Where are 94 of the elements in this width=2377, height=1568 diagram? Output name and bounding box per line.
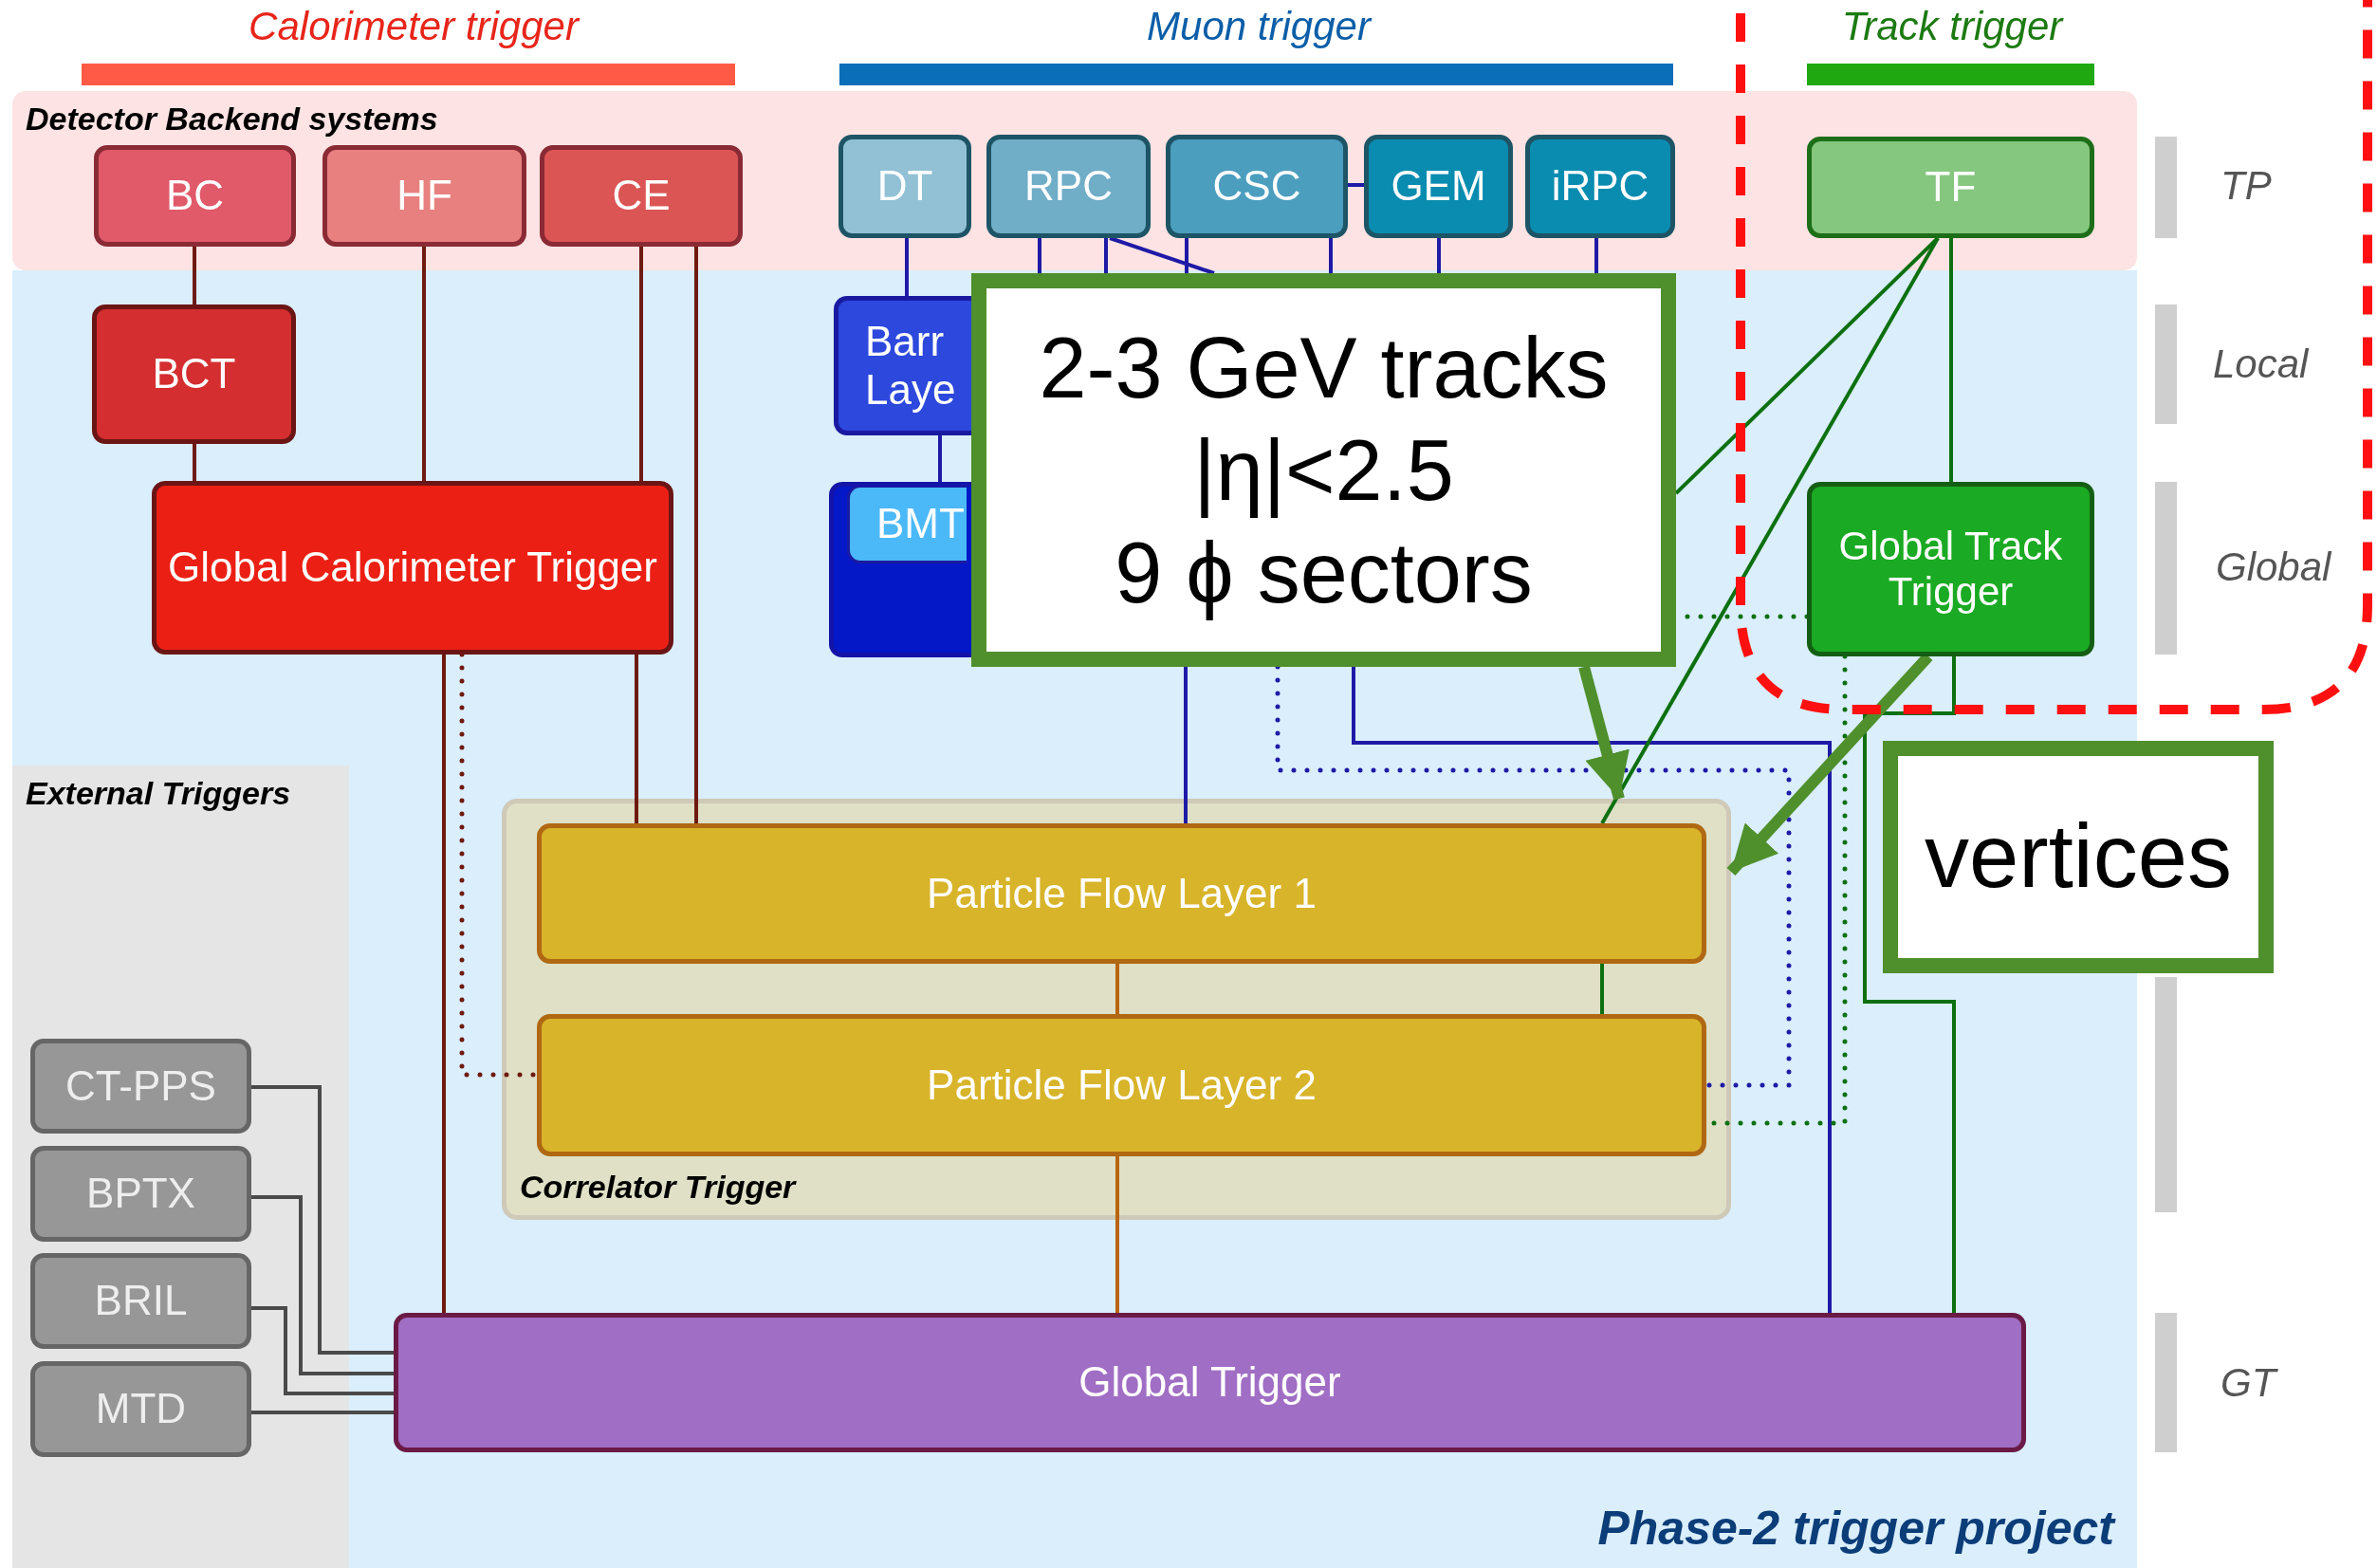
connector xyxy=(1348,183,1364,187)
connector xyxy=(1115,964,1119,1014)
connector xyxy=(193,444,196,481)
section-heading: Track trigger xyxy=(1841,4,2063,49)
process-box xyxy=(322,145,526,247)
box-label: CE xyxy=(611,172,672,220)
group-panel xyxy=(12,766,349,1568)
connector xyxy=(635,655,638,823)
process-box xyxy=(30,1146,251,1242)
connector xyxy=(1038,238,1041,273)
connector xyxy=(1863,656,1956,1313)
section-heading: Muon trigger xyxy=(1147,4,1371,49)
box-label: Particle Flow Layer 2 xyxy=(926,1061,1317,1110)
connector xyxy=(251,1085,394,1355)
box-label: MTD xyxy=(94,1385,188,1433)
process-box xyxy=(152,481,673,655)
box-label: BRIL xyxy=(93,1277,189,1325)
connector xyxy=(251,1411,394,1414)
box-label: CSC xyxy=(1211,162,1302,211)
level-label: Global xyxy=(2216,544,2331,590)
connector xyxy=(193,247,196,304)
box-label: TF xyxy=(1924,163,1978,212)
process-box xyxy=(1525,135,1675,238)
backend-band xyxy=(12,91,2137,270)
box-label: iRPC xyxy=(1550,162,1650,211)
connector xyxy=(251,1306,394,1395)
connector xyxy=(694,247,698,823)
group-title: Correlator Trigger xyxy=(520,1169,796,1206)
process-box xyxy=(540,145,743,247)
callout-box xyxy=(1883,741,2274,973)
connector xyxy=(1949,238,1953,482)
process-box xyxy=(829,482,971,657)
process-box xyxy=(537,1014,1706,1156)
level-label: TP xyxy=(2220,163,2272,209)
connector xyxy=(1352,667,1832,1313)
process-box xyxy=(1166,135,1348,238)
connector xyxy=(442,655,446,1313)
connector xyxy=(905,238,909,296)
level-label: GT xyxy=(2220,1360,2276,1406)
connector xyxy=(1437,238,1441,273)
box-label: HF xyxy=(396,172,453,220)
connector xyxy=(251,1195,394,1375)
box-label: Global Calorimeter Trigger xyxy=(167,544,658,592)
section-heading: Calorimeter trigger xyxy=(249,4,579,49)
connector xyxy=(1115,1156,1119,1313)
connector xyxy=(938,435,942,482)
callout-text: 2-3 GeV tracks xyxy=(1038,319,1610,417)
process-box xyxy=(94,145,296,247)
box-label: Particle Flow Layer 1 xyxy=(926,869,1317,918)
project-title: Phase-2 trigger project xyxy=(1597,1501,2114,1556)
level-label: Local xyxy=(2213,341,2309,387)
box-label: Global Trigger xyxy=(1078,1358,1342,1407)
group-panel xyxy=(502,799,1731,1220)
connector xyxy=(1185,238,1188,273)
connector xyxy=(422,247,426,481)
process-box xyxy=(1807,482,2094,656)
connector xyxy=(1600,964,1604,1014)
process-box xyxy=(847,487,967,563)
connector xyxy=(1594,238,1598,273)
callout-text: vertices xyxy=(1924,805,2233,909)
connector xyxy=(639,247,643,481)
connector xyxy=(1600,237,1940,824)
box-label: BC xyxy=(164,172,226,220)
box-label: BPTX xyxy=(85,1170,196,1218)
box-label: BCT xyxy=(151,350,237,398)
group-title: Detector Backend systems xyxy=(26,101,438,138)
process-box xyxy=(838,135,971,238)
process-box xyxy=(30,1253,251,1349)
process-box xyxy=(30,1361,251,1457)
box-label: DT xyxy=(875,162,934,211)
callout-text: |η|<2.5 xyxy=(1192,421,1455,520)
process-box xyxy=(1364,135,1513,238)
dotted-connector xyxy=(1275,664,1792,1088)
process-box xyxy=(92,304,296,444)
box-label: Global Track Trigger xyxy=(1837,523,2064,616)
process-box xyxy=(394,1313,2026,1452)
process-box xyxy=(30,1039,251,1134)
box-label: CT-PPS xyxy=(64,1061,217,1111)
connector xyxy=(1329,238,1333,273)
callout-box xyxy=(971,273,1676,667)
arrow xyxy=(1578,665,1630,801)
process-box xyxy=(537,823,1706,964)
process-box xyxy=(986,135,1151,238)
box-label: BMT xyxy=(875,500,966,548)
box-label: Barr Laye xyxy=(864,317,957,415)
connector xyxy=(1184,667,1188,823)
connector xyxy=(1109,236,1215,275)
group-title: External Triggers xyxy=(26,775,291,812)
callout-text: 9 ϕ sectors xyxy=(1114,524,1534,622)
box-label: GEM xyxy=(1390,162,1487,211)
process-box xyxy=(1807,137,2094,238)
connector xyxy=(1104,238,1108,273)
box-label: RPC xyxy=(1023,162,1114,211)
process-box xyxy=(834,296,971,435)
